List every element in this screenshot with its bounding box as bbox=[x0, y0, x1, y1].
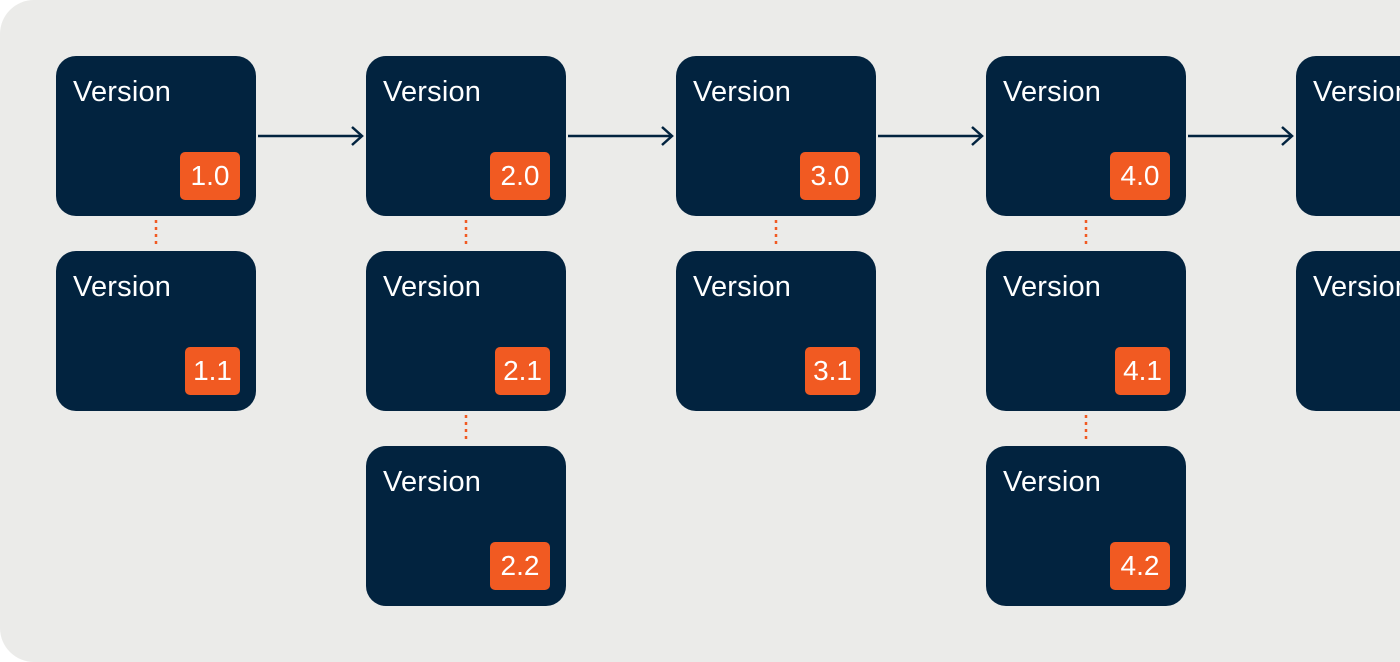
version-card-4-1: Version 4.1 bbox=[986, 251, 1186, 411]
dotted-connector-2-0-to-2-1 bbox=[464, 219, 468, 249]
dotted-connector-4-0-to-4-1 bbox=[1084, 219, 1088, 249]
dotted-connector-2-1-to-2-2 bbox=[464, 414, 468, 444]
card-title: Version bbox=[1313, 271, 1400, 303]
version-card-3-0: Version 3.0 bbox=[676, 56, 876, 216]
arrow-4-to-5 bbox=[1188, 126, 1296, 146]
version-card-1-1: Version 1.1 bbox=[56, 251, 256, 411]
version-badge: 4.1 bbox=[1115, 347, 1170, 395]
version-card-2-2: Version 2.2 bbox=[366, 446, 566, 606]
arrow-right-icon bbox=[878, 126, 984, 146]
version-card-2-0: Version 2.0 bbox=[366, 56, 566, 216]
version-card-1-0: Version 1.0 bbox=[56, 56, 256, 216]
card-title: Version bbox=[73, 76, 172, 108]
dotted-connector-4-1-to-4-2 bbox=[1084, 414, 1088, 444]
card-title: Version bbox=[73, 271, 172, 303]
arrow-3-to-4 bbox=[878, 126, 986, 146]
version-card-3-1: Version 3.1 bbox=[676, 251, 876, 411]
card-title: Version bbox=[1313, 76, 1400, 108]
version-badge: 4.2 bbox=[1110, 542, 1170, 590]
version-badge: 1.1 bbox=[185, 347, 240, 395]
dotted-connector-3-0-to-3-1 bbox=[774, 219, 778, 249]
version-card-5-0: Version bbox=[1296, 56, 1400, 216]
version-badge: 2.1 bbox=[495, 347, 550, 395]
dotted-connector-1-0-to-1-1 bbox=[154, 219, 158, 249]
arrow-right-icon bbox=[1188, 126, 1294, 146]
card-title: Version bbox=[383, 271, 482, 303]
card-title: Version bbox=[1003, 466, 1102, 498]
arrow-1-to-2 bbox=[258, 126, 366, 146]
version-badge: 4.0 bbox=[1110, 152, 1170, 200]
card-title: Version bbox=[383, 466, 482, 498]
version-badge: 2.2 bbox=[490, 542, 550, 590]
card-title: Version bbox=[1003, 271, 1102, 303]
version-badge: 3.1 bbox=[805, 347, 860, 395]
version-card-4-0: Version 4.0 bbox=[986, 56, 1186, 216]
card-title: Version bbox=[1003, 76, 1102, 108]
arrow-2-to-3 bbox=[568, 126, 676, 146]
version-badge: 2.0 bbox=[490, 152, 550, 200]
card-title: Version bbox=[693, 76, 792, 108]
arrow-right-icon bbox=[568, 126, 674, 146]
version-badge: 1.0 bbox=[180, 152, 240, 200]
version-card-5-1: Version bbox=[1296, 251, 1400, 411]
version-badge: 3.0 bbox=[800, 152, 860, 200]
card-title: Version bbox=[693, 271, 792, 303]
arrow-right-icon bbox=[258, 126, 364, 146]
version-card-2-1: Version 2.1 bbox=[366, 251, 566, 411]
version-card-4-2: Version 4.2 bbox=[986, 446, 1186, 606]
card-title: Version bbox=[383, 76, 482, 108]
